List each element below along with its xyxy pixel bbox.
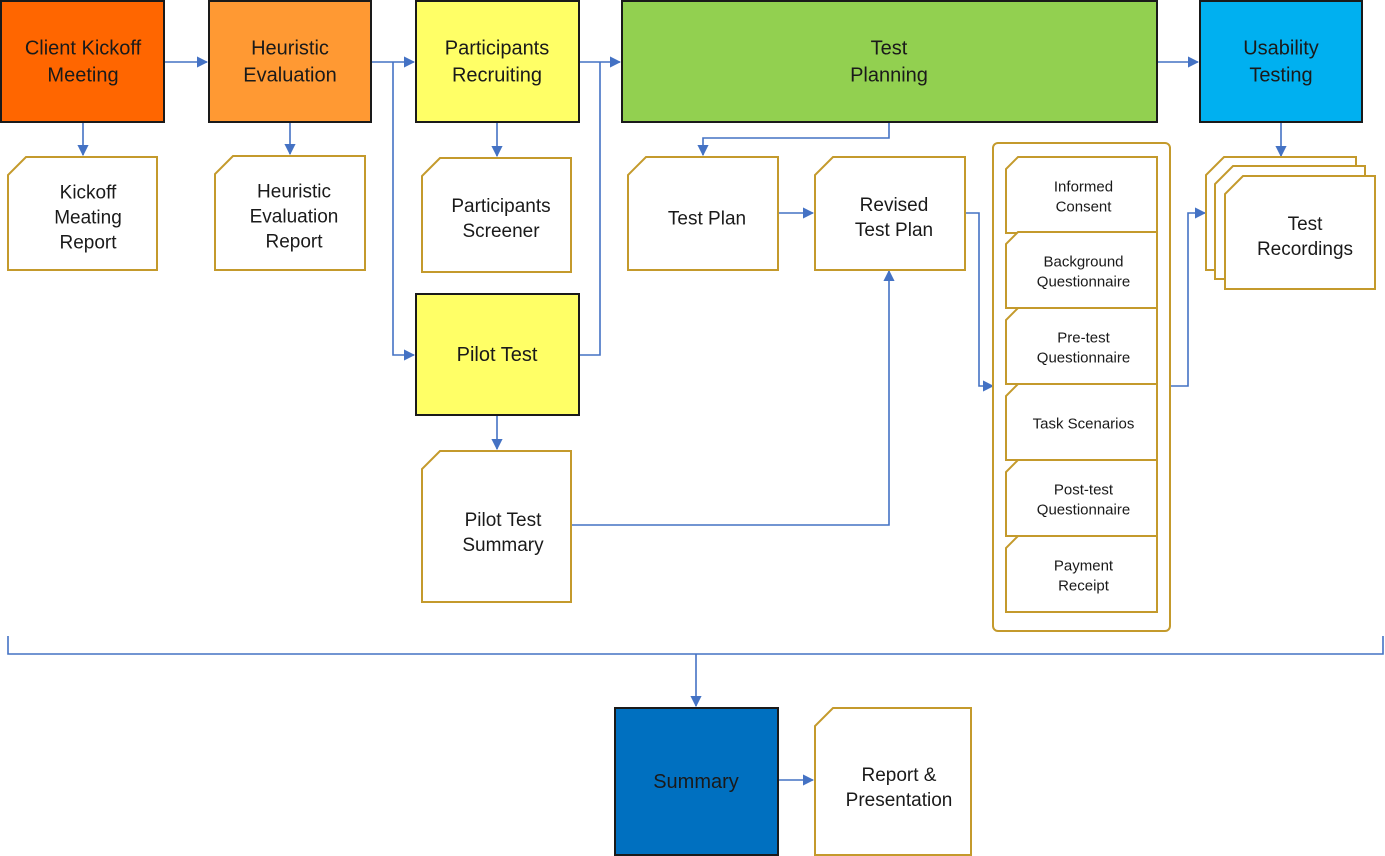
text-line: Background — [1043, 254, 1123, 271]
report-presentation-label: Report & Presentation — [846, 765, 953, 811]
text-line: Pilot Test — [465, 510, 542, 531]
text-line: Recruiting — [452, 65, 542, 87]
arrow-revised-to-materials — [965, 212, 995, 392]
process-summary: Summary — [614, 707, 779, 856]
text-line: Test — [1288, 214, 1324, 235]
text-line: Participants — [445, 38, 550, 60]
text-line: Evaluation — [243, 65, 336, 87]
material-shape — [1005, 535, 1158, 613]
text-line: Questionnaire — [1037, 502, 1130, 519]
text-line: Usability — [1243, 38, 1319, 60]
text-line: Kickoff — [60, 183, 117, 204]
text-line: Pre-test — [1057, 330, 1110, 347]
text-line: Report — [59, 233, 117, 254]
text-line: Evaluation — [250, 207, 339, 228]
text-line: Report — [265, 232, 323, 253]
arrow-planning-to-testplan — [697, 123, 890, 157]
text-line: Recordings — [1257, 239, 1353, 260]
material-label: Task Scenarios — [1033, 416, 1135, 433]
material-item: Task Scenarios — [1005, 383, 1158, 461]
text-line: Receipt — [1058, 578, 1110, 595]
text-line: Post-test — [1054, 482, 1114, 499]
text-line: Questionnaire — [1037, 350, 1130, 367]
test-plan-label: Test Plan — [668, 209, 746, 230]
text-line: Payment — [1054, 558, 1114, 575]
arrow-materials-to-recordings — [1171, 207, 1207, 387]
text-line: Participants — [451, 196, 550, 217]
text-line: Summary — [462, 535, 544, 556]
connectors — [7, 56, 1384, 786]
text-line: Meeting — [47, 65, 118, 87]
document-test-plan: Test Plan — [627, 156, 779, 271]
text-line: Meating — [54, 208, 122, 229]
text-line: Report & — [862, 765, 937, 786]
text-line: Heuristic — [257, 182, 331, 203]
document-report-presentation: Report & Presentation — [814, 707, 972, 856]
text-line: Consent — [1056, 199, 1113, 216]
text-line: Testing — [1249, 65, 1312, 87]
text-line: Test Plan — [855, 220, 933, 241]
summary-label: Summary — [653, 771, 739, 793]
process-pilot-test: Pilot Test — [415, 293, 580, 416]
text-line: Planning — [850, 65, 928, 87]
arrow-heuristic-to-pilot — [392, 62, 416, 361]
connector-pilot-to-planning — [580, 62, 601, 356]
text-line: Revised — [860, 195, 929, 216]
bracket-all-phases — [7, 636, 1384, 655]
text-line: Pilot Test — [457, 344, 538, 366]
text-line: Heuristic — [251, 38, 329, 60]
pilot-test-label: Pilot Test — [457, 344, 538, 366]
text-line: Test Plan — [668, 209, 746, 230]
text-line: Summary — [653, 771, 739, 793]
text-line: Presentation — [846, 790, 953, 811]
text-line: Test — [871, 38, 908, 60]
arrow-pilot-summary-to-revised — [572, 269, 895, 526]
text-line: Questionnaire — [1037, 274, 1130, 291]
text-line: Task Scenarios — [1033, 416, 1135, 433]
text-line: Informed — [1054, 179, 1113, 196]
text-line: Client Kickoff — [25, 38, 142, 60]
text-line: Screener — [462, 221, 540, 242]
